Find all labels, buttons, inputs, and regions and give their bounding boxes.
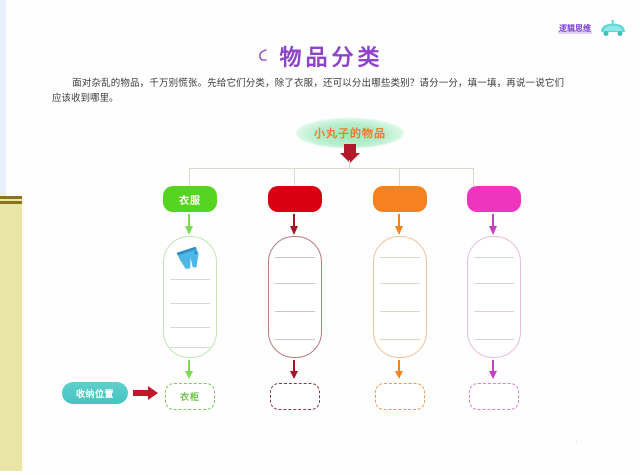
category-1-line-4	[170, 347, 210, 348]
connector-horizontal	[189, 168, 473, 169]
brand-logo: 逻辑思维	[558, 20, 628, 37]
category-2-line-2	[275, 283, 315, 284]
category-2-line-1	[275, 257, 315, 258]
category-1-list-box[interactable]	[163, 236, 217, 358]
strip-cap-second	[0, 201, 22, 204]
category-pill-4[interactable]	[467, 186, 521, 212]
storage-location-pill[interactable]: 收纳位置	[62, 382, 128, 404]
root-node: 小丸子的物品	[296, 118, 404, 148]
root-down-arrow-icon	[340, 144, 360, 163]
category-4-list-box[interactable]	[467, 236, 521, 358]
category-pill-2[interactable]	[268, 186, 322, 212]
category-2-bottom-arrow-icon	[290, 360, 298, 379]
storage-answer-2[interactable]	[270, 383, 320, 410]
root-node-cloud-shape	[296, 118, 404, 148]
right-arrow-icon	[133, 386, 158, 400]
category-4-line-1	[474, 257, 514, 258]
category-4-bottom-arrow-icon	[489, 360, 497, 379]
category-2-line-3	[275, 311, 315, 312]
storage-answer-4[interactable]	[469, 383, 519, 410]
storage-answer-3[interactable]	[375, 383, 425, 410]
connector-root-stem	[349, 160, 350, 169]
connector-branch-3	[399, 168, 400, 186]
storage-location-label: 收纳位置	[75, 390, 114, 400]
category-2-list-box[interactable]	[268, 236, 322, 358]
storage-answer-1-label: 衣柜	[179, 393, 200, 403]
category-3-bottom-arrow-icon	[395, 360, 403, 379]
swirl-icon	[259, 49, 268, 61]
instruction-paragraph: 面对杂乱的物品，千万别慌张。先给它们分类，除了衣服，还可以分出哪些类别？请分一分…	[52, 76, 564, 106]
category-1-arrow-icon	[185, 214, 193, 235]
connector-branch-4	[473, 168, 474, 186]
connector-branch-1	[189, 168, 190, 186]
page-title-row: 物品分类	[0, 40, 640, 72]
corner-mark: ʼ	[574, 440, 578, 451]
category-4-line-3	[474, 311, 514, 312]
category-2-line-4	[275, 339, 315, 340]
category-3-line-4	[380, 339, 420, 340]
category-3-line-1	[380, 257, 420, 258]
instruction-line-1: 面对杂乱的物品，千万别慌张。先给它们分类，除了衣服，还可以分出哪些类别？请分一分…	[52, 78, 564, 104]
storage-answer-1[interactable]: 衣柜	[165, 383, 215, 410]
category-4-arrow-icon	[489, 214, 497, 235]
category-1-line-2	[170, 303, 210, 304]
category-3-line-3	[380, 311, 420, 312]
strip-cap-top	[0, 196, 22, 199]
brand-logo-label: 逻辑思维	[558, 23, 592, 34]
category-4-line-4	[474, 339, 514, 340]
left-yellow-strip	[0, 196, 22, 471]
page-title: 物品分类	[279, 46, 384, 71]
jeans-icon	[176, 246, 199, 269]
root-node-label: 小丸子的物品	[314, 127, 386, 140]
category-3-arrow-icon	[395, 214, 403, 235]
category-4-line-2	[474, 283, 514, 284]
connector-branch-2	[294, 168, 295, 186]
category-3-list-box[interactable]	[373, 236, 427, 358]
category-pill-3[interactable]	[373, 186, 427, 212]
left-strip-edge	[22, 196, 25, 471]
car-icon	[601, 20, 625, 36]
category-1-line-3	[170, 327, 210, 328]
instruction-line-2: 到哪里。	[80, 93, 119, 104]
category-pill-1[interactable]: 衣服	[163, 186, 217, 212]
category-1-line-1	[170, 279, 210, 280]
category-2-arrow-icon	[290, 214, 298, 235]
category-pill-1-label: 衣服	[179, 196, 201, 207]
left-blue-strip	[0, 0, 6, 200]
category-3-line-2	[380, 283, 420, 284]
category-1-bottom-arrow-icon	[185, 360, 193, 379]
